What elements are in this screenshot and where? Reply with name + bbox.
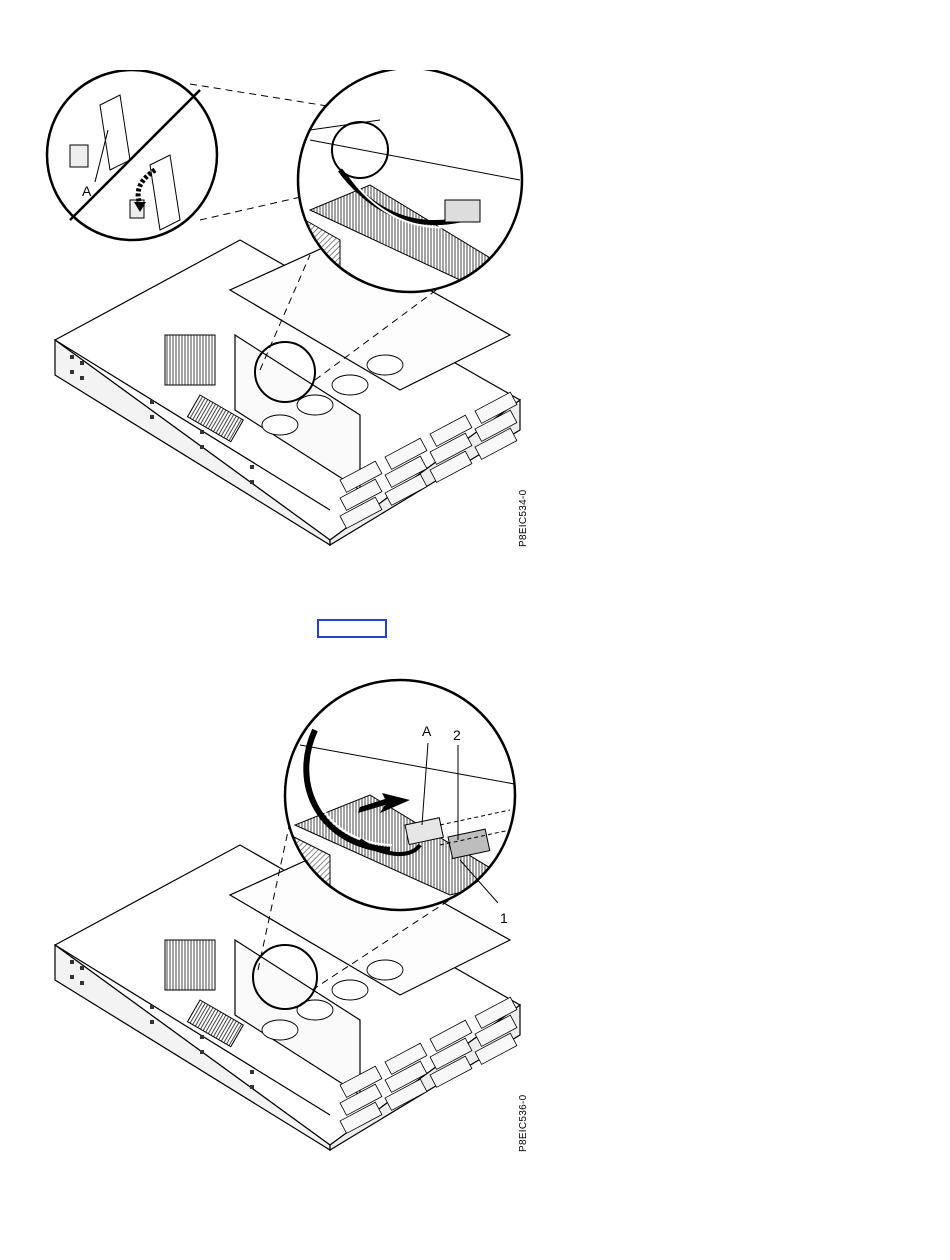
figure-p8eic534: A P8EIC534-0 xyxy=(40,70,540,560)
callout-a: A xyxy=(82,184,91,198)
server-illustration-1 xyxy=(40,70,540,560)
callout-1: 1 xyxy=(500,911,508,925)
server-illustration-2 xyxy=(40,675,540,1165)
figure-p8eic536: A 2 1 P8EIC536-0 xyxy=(40,675,540,1165)
heatsink xyxy=(165,940,215,990)
figure-id: P8EIC534-0 xyxy=(518,490,529,547)
figure-id: P8EIC536-0 xyxy=(518,1095,529,1152)
link-box[interactable] xyxy=(317,619,387,638)
callout-2: 2 xyxy=(453,728,461,742)
heatsink xyxy=(165,335,215,385)
callout-a: A xyxy=(422,724,431,738)
